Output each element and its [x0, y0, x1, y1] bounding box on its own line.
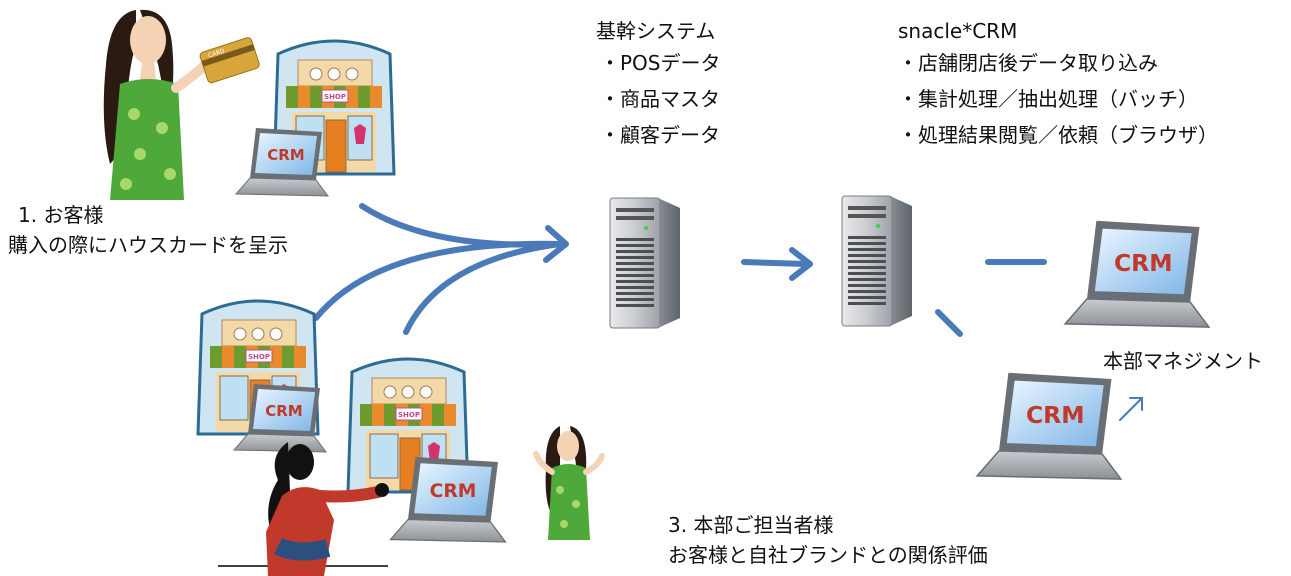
server-icon — [836, 192, 918, 328]
core-system-item-product: ・商品マスタ — [600, 87, 720, 111]
core-system-item-pos: ・POSデータ — [600, 51, 721, 75]
arrow-hq — [1119, 397, 1143, 421]
laptop-screen-label: CRM — [1026, 401, 1085, 429]
crm-item-batch: ・集計処理／抽出処理（バッチ） — [898, 87, 1198, 111]
core-system-title: 基幹システム — [596, 19, 716, 43]
woman-with-card-figure: CARD — [80, 4, 260, 200]
laptop-screen-label: CRM — [430, 481, 477, 502]
laptop-screen-label: CRM — [1114, 249, 1173, 277]
customer-desc: 購入の際にハウスカードを呈示 — [8, 233, 288, 257]
line-crm-to-laptop-bottom — [935, 309, 963, 337]
laptop-icon: CRM — [1062, 214, 1212, 340]
hq-step: 3. 本部ご担当者様 — [668, 513, 834, 537]
shop-sign: SHOP — [324, 93, 346, 101]
woman-green-figure — [530, 420, 610, 540]
shop-sign: SHOP — [248, 353, 270, 361]
arrow-shop2-to-core — [403, 241, 563, 335]
server-icon — [604, 194, 686, 330]
laptop-screen-label: CRM — [267, 146, 305, 164]
laptop-icon: CRM — [974, 366, 1124, 492]
laptop-icon: CRM — [388, 452, 508, 552]
crm-item-import: ・店舗閉店後データ取り込み — [898, 51, 1158, 75]
laptop-screen-label: CRM — [265, 402, 303, 420]
core-system-item-customer: ・顧客データ — [600, 123, 720, 147]
woman-red-figure — [238, 436, 398, 576]
shop-sign: SHOP — [398, 411, 420, 419]
crm-title: snacle*CRM — [898, 19, 1018, 43]
hq-label: 本部マネジメント — [1103, 349, 1263, 373]
customer-step: 1. お客様 — [18, 203, 104, 227]
arrow-shop1-to-core — [313, 240, 563, 321]
crm-item-browser: ・処理結果閲覧／依頼（ブラウザ） — [898, 123, 1218, 147]
laptop-icon: CRM — [234, 124, 330, 204]
hq-desc: お客様と自社ブランドとの関係評価 — [668, 543, 988, 567]
arrow-customer-to-core — [359, 203, 563, 248]
arrow-core-to-crm — [741, 259, 809, 267]
